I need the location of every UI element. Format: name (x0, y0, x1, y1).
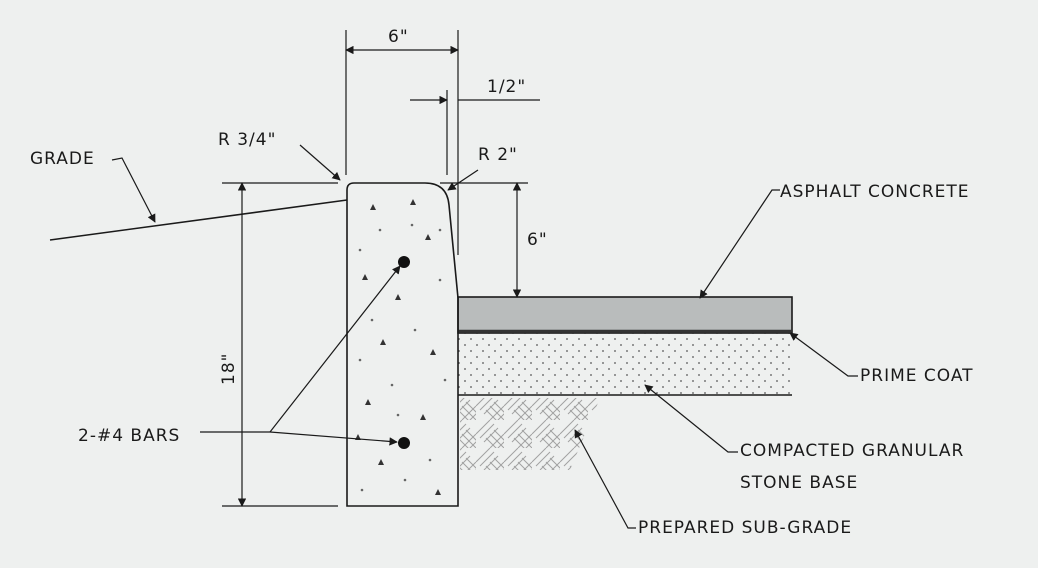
subgrade-hatch (460, 398, 600, 470)
prime-coat-label: PRIME COAT (860, 366, 974, 386)
stone-base-label-line1: COMPACTED GRANULAR (740, 441, 964, 461)
face-radius-label: R 2" (478, 145, 518, 165)
stone-base-layer (458, 333, 792, 396)
rebar-bottom (398, 437, 410, 449)
setback-dimension: 1/2" (410, 77, 540, 175)
asphalt-concrete-label: ASPHALT CONCRETE (780, 182, 970, 202)
curb-height-label: 18" (219, 353, 239, 385)
setback-label: 1/2" (487, 77, 526, 97)
rebar-label: 2-#4 BARS (78, 426, 180, 446)
asphalt-layer (457, 296, 793, 334)
rebar-top (398, 256, 410, 268)
subgrade-label: PREPARED SUB-GRADE (638, 518, 852, 538)
back-radius-label: R 3/4" (218, 130, 276, 150)
top-width-label: 6" (388, 27, 409, 47)
top-width-dimension: 6" (345, 27, 459, 255)
grade-line (49, 199, 348, 241)
curb-body (346, 182, 459, 507)
grade-label: GRADE (30, 149, 95, 169)
curb-reveal-dimension: 6" (440, 182, 548, 298)
curb-height-dimension: 18" (219, 182, 338, 507)
stone-base-label-line2: STONE BASE (740, 473, 858, 493)
curb-reveal-label: 6" (527, 230, 548, 250)
